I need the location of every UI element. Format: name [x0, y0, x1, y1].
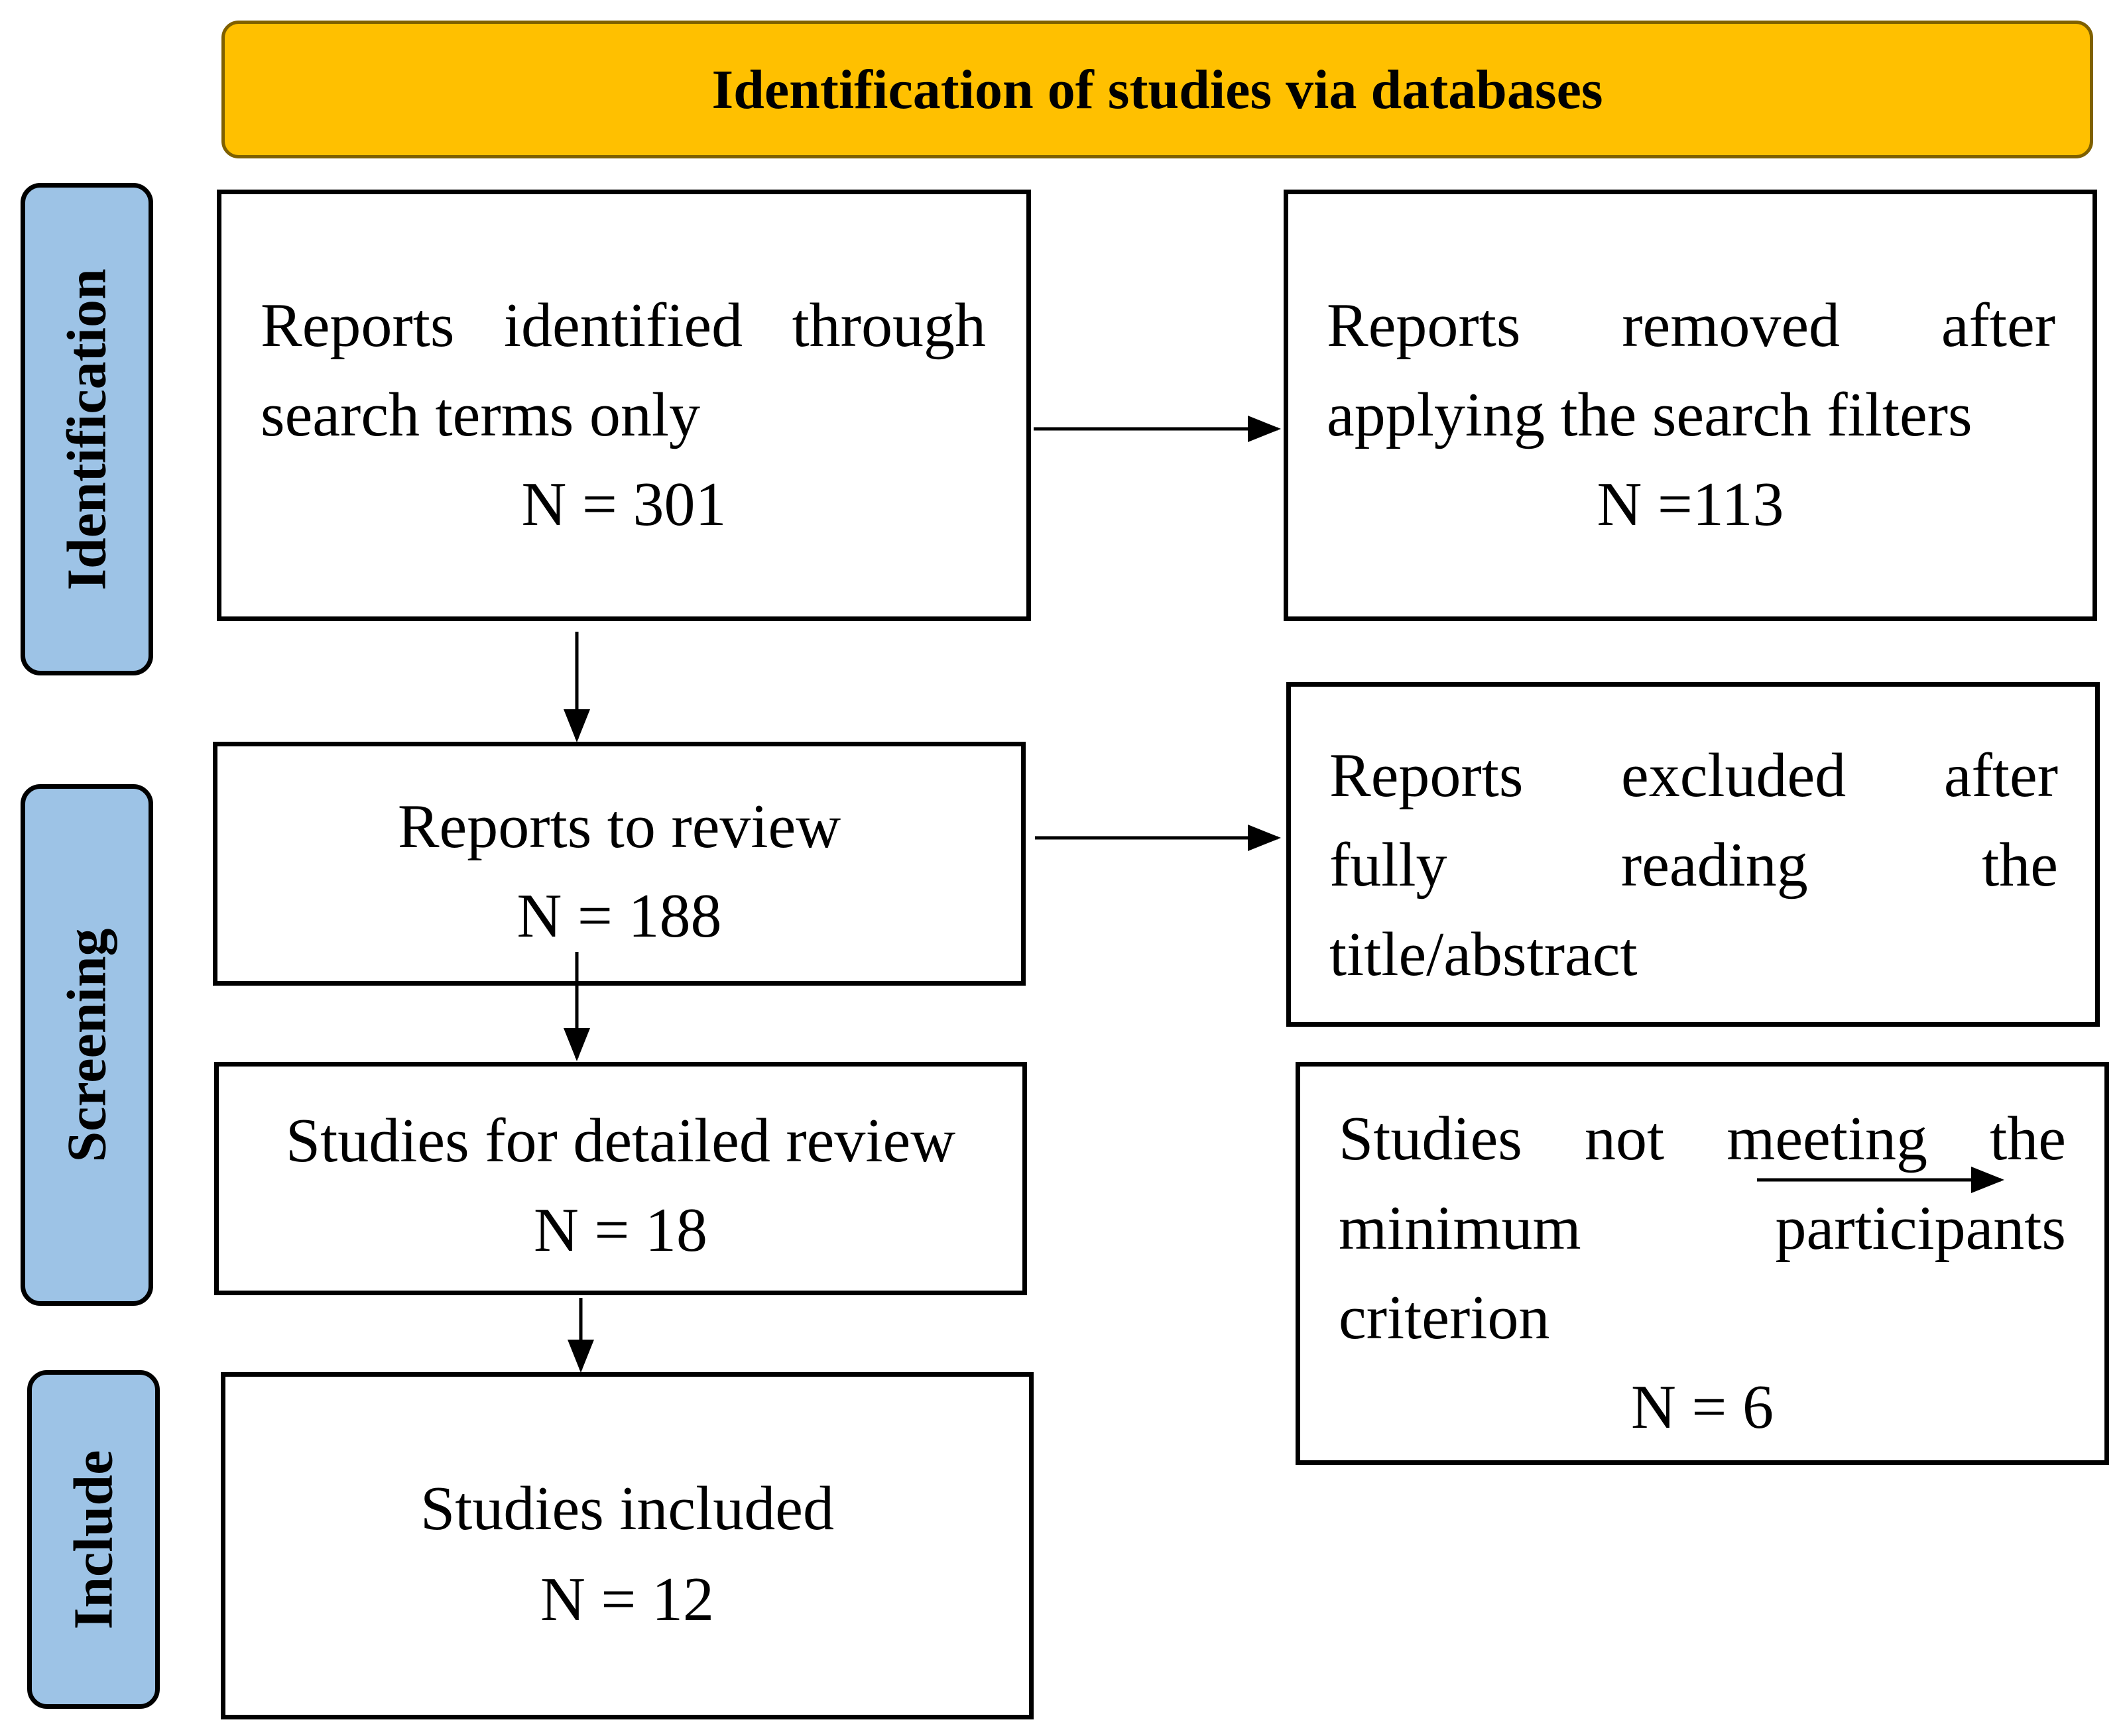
box-reports-excluded: Reports excluded after fully reading the…	[1286, 682, 2100, 1027]
box-text-line: Studies for detailed review	[285, 1106, 956, 1175]
box-text-line: applying the search filters	[1327, 380, 1972, 449]
stage-include: Include	[27, 1370, 160, 1709]
box-text-line: Reports to review	[397, 792, 841, 861]
box-text-line: Reports removed after	[1327, 291, 2055, 360]
box-studies-not-meeting: Studies not meeting the minimum particip…	[1296, 1062, 2109, 1465]
box-text-line: minimum participants	[1339, 1194, 2066, 1263]
stage-screening: Screening	[21, 784, 153, 1306]
box-count: N = 18	[534, 1196, 707, 1265]
box-count: N = 170	[1291, 1000, 2095, 1015]
header-banner: Identification of studies via databases	[221, 21, 2093, 158]
box-count: N = 12	[540, 1565, 714, 1634]
box-count: N =113	[1597, 470, 1784, 539]
box-text-line: Reports identified through	[261, 291, 986, 360]
box-text-line: criterion	[1339, 1283, 1550, 1352]
box-text-line: title/abstract	[1329, 920, 1638, 989]
stage-identification: Identification	[21, 183, 153, 675]
box-reports-to-review: Reports to review N = 188	[213, 742, 1026, 986]
box-count: N = 301	[521, 470, 727, 539]
box-studies-detailed-review: Studies for detailed review N = 18	[214, 1062, 1027, 1295]
box-reports-removed: Reports removed after applying the searc…	[1284, 190, 2097, 621]
header-title: Identification of studies via databases	[711, 58, 1603, 121]
box-text-line: search terms only	[261, 380, 701, 449]
box-studies-included: Studies included N = 12	[221, 1372, 1034, 1719]
box-count: N = 6	[1631, 1373, 1774, 1442]
box-count: N = 188	[516, 882, 722, 951]
box-text-line: Reports excluded after	[1329, 741, 2058, 810]
box-reports-identified: Reports identified through search terms …	[217, 190, 1031, 621]
box-text-line: fully reading the	[1329, 831, 2058, 899]
box-text-line: Studies not meeting the	[1339, 1104, 2066, 1173]
box-text-line: Studies included	[420, 1474, 834, 1543]
clip-region: N = 170	[1291, 687, 2095, 1015]
